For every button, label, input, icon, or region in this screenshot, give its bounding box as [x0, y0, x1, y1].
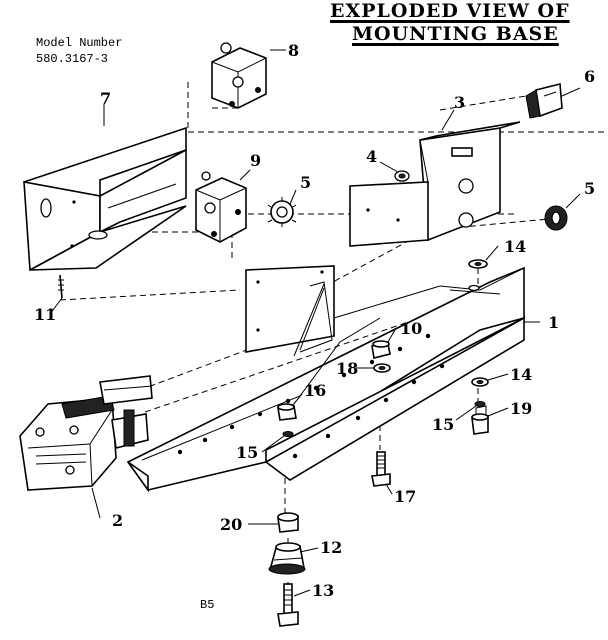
callout-5-right: 5 [584, 179, 595, 198]
part-11-screw [58, 274, 64, 299]
callout-12: 12 [320, 538, 342, 557]
part-20-nut [277, 512, 299, 533]
callout-14-bottom: 14 [510, 365, 532, 384]
part-17-bolt [371, 451, 391, 487]
callout-17: 17 [394, 487, 416, 506]
title-line-2: MOUNTING BASE [352, 23, 559, 45]
callout-16: 16 [304, 381, 326, 400]
part-16-nut [277, 403, 297, 421]
callout-13: 13 [312, 581, 334, 600]
part-5-locknut-right [544, 205, 568, 231]
part-12-foot [268, 542, 306, 575]
part-5-locknut-left [267, 197, 297, 227]
part-15-washer-right [474, 401, 486, 407]
part-15-washer-left [282, 431, 294, 437]
callout-20: 20 [220, 515, 242, 534]
page-code: B5 [200, 598, 215, 612]
callout-3: 3 [454, 93, 465, 112]
leader-lines [49, 49, 581, 597]
callout-11: 11 [34, 305, 56, 324]
callout-14-top: 14 [504, 237, 526, 256]
callout-4: 4 [366, 147, 377, 166]
part-2-motor [19, 375, 153, 491]
callout-7: 7 [100, 89, 111, 108]
part-7-enclosure [23, 126, 187, 272]
callout-5-left: 5 [300, 173, 311, 192]
part-10-nut [371, 340, 391, 359]
callout-9: 9 [250, 151, 261, 170]
callout-10: 10 [400, 319, 422, 338]
model-number-value: 580.3167-3 [36, 52, 109, 66]
callout-8: 8 [288, 41, 299, 60]
part-13-bolt [277, 583, 299, 627]
callout-numbers: 1 2 3 4 5 5 6 7 8 9 10 11 12 13 14 14 15… [34, 41, 595, 600]
part-19-bolt [471, 405, 489, 435]
callout-2: 2 [112, 511, 123, 530]
part-8-switch [211, 42, 267, 109]
model-number-label: Model Number [36, 36, 123, 50]
callout-19: 19 [510, 399, 532, 418]
title-line-1: EXPLODED VIEW OF [330, 0, 570, 22]
callout-1: 1 [548, 313, 559, 332]
part-3-bracket [349, 121, 521, 247]
callout-15-right: 15 [432, 415, 454, 434]
callout-18: 18 [336, 359, 358, 378]
part-18-washer [373, 363, 391, 373]
part-6-plug [525, 82, 563, 119]
callout-6: 6 [584, 67, 595, 86]
part-14-washer-bottom [471, 377, 489, 387]
part-1-rail [126, 265, 526, 493]
part-9-switch [195, 171, 247, 243]
callout-15-left: 15 [236, 443, 258, 462]
part-4-grommet [394, 170, 410, 182]
part-14-washer-top [468, 259, 488, 269]
